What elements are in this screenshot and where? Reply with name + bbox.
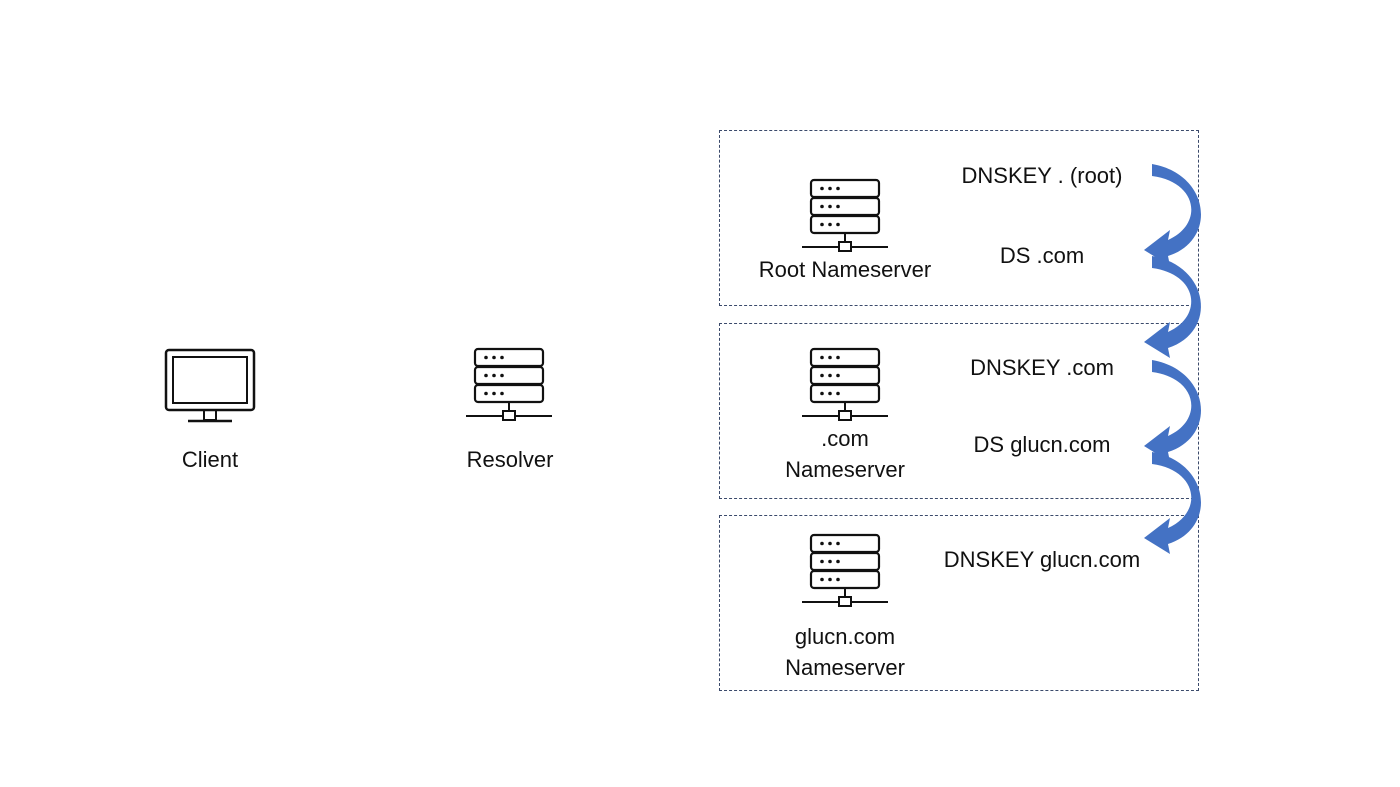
glucn-zone-box	[719, 515, 1199, 691]
root-nameserver-label: Root Nameserver	[758, 257, 932, 282]
curved-arrow-icon	[1144, 164, 1201, 266]
com-nameserver-label-line1: .com	[821, 426, 869, 451]
server-icon	[802, 533, 888, 607]
monitor-icon	[164, 348, 256, 423]
record-ds-glucn: DS glucn.com	[973, 432, 1111, 457]
record-ds-com: DS .com	[999, 243, 1085, 268]
server-icon	[466, 347, 552, 421]
server-icon	[802, 347, 888, 421]
curved-arrow-icon	[1144, 256, 1201, 358]
glucn-nameserver-label-line2: Nameserver	[785, 655, 905, 680]
curved-arrow-icon	[1144, 360, 1201, 462]
server-icon	[802, 178, 888, 252]
curved-arrow-icon	[1144, 452, 1201, 554]
resolver-label: Resolver	[466, 447, 554, 472]
com-nameserver-label-line2: Nameserver	[785, 457, 905, 482]
glucn-nameserver-label-line1: glucn.com	[794, 624, 896, 649]
record-dnskey-com: DNSKEY .com	[970, 355, 1114, 380]
record-dnskey-root: DNSKEY . (root)	[961, 163, 1123, 188]
client-label: Client	[181, 447, 239, 472]
record-dnskey-glucn: DNSKEY glucn.com	[943, 547, 1141, 572]
